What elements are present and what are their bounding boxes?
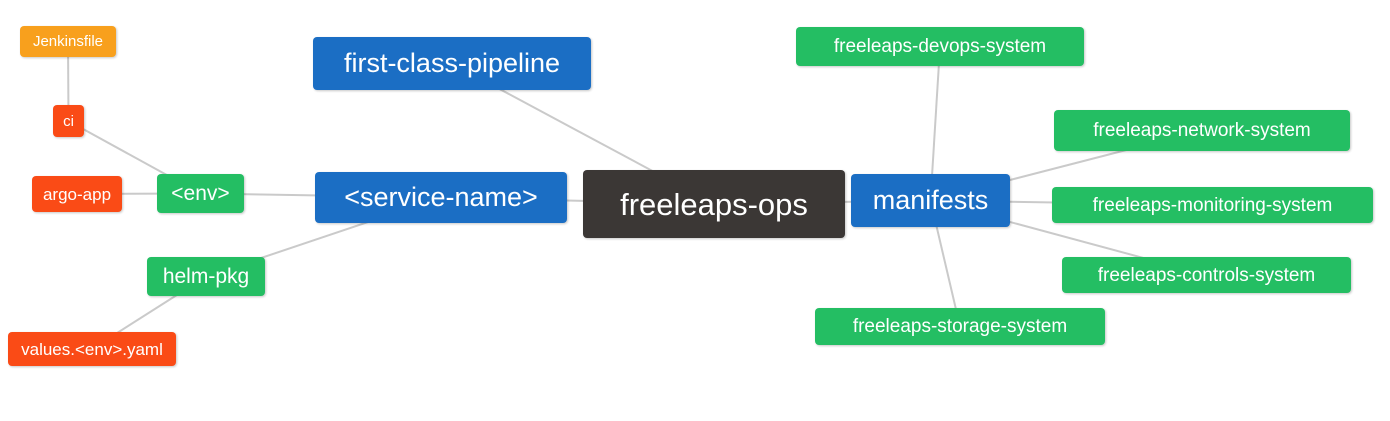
node-freeleaps-storage-system[interactable]: freeleaps-storage-system (815, 308, 1105, 345)
node-label: freeleaps-ops (620, 186, 808, 222)
node-helm-pkg[interactable]: helm-pkg (147, 257, 265, 296)
node-label: freeleaps-network-system (1093, 120, 1311, 141)
node-service-name[interactable]: <service-name> (315, 172, 567, 223)
node-freeleaps-controls-system[interactable]: freeleaps-controls-system (1062, 257, 1351, 293)
node-label: Jenkinsfile (32, 33, 104, 50)
node-first-class-pipeline[interactable]: first-class-pipeline (313, 37, 591, 90)
node-label: <env> (171, 182, 230, 205)
node-freeleaps-devops-system[interactable]: freeleaps-devops-system (796, 27, 1084, 66)
node-ci[interactable]: ci (53, 105, 84, 137)
node-label: first-class-pipeline (343, 48, 561, 78)
node-label: freeleaps-storage-system (852, 316, 1068, 337)
node-label: values.<env>.yaml (21, 339, 163, 359)
node-values-env-yaml[interactable]: values.<env>.yaml (8, 332, 176, 366)
node-jenkinsfile[interactable]: Jenkinsfile (20, 26, 116, 57)
node-label: helm-pkg (162, 265, 250, 288)
node-freeleaps-monitoring-system[interactable]: freeleaps-monitoring-system (1052, 187, 1373, 223)
node-argo-app[interactable]: argo-app (32, 176, 122, 212)
node-freeleaps-network-system[interactable]: freeleaps-network-system (1054, 110, 1350, 151)
node-label: <service-name> (344, 182, 538, 212)
node-freeleaps-ops[interactable]: freeleaps-ops (583, 170, 845, 238)
node-manifests[interactable]: manifests (851, 174, 1010, 227)
node-label: manifests (872, 185, 989, 215)
node-label: freeleaps-monitoring-system (1092, 194, 1333, 216)
node-label: ci (63, 112, 74, 130)
node-label: freeleaps-controls-system (1097, 264, 1316, 286)
node-label: argo-app (42, 184, 112, 204)
node-env[interactable]: <env> (157, 174, 244, 213)
node-label: freeleaps-devops-system (833, 36, 1047, 57)
